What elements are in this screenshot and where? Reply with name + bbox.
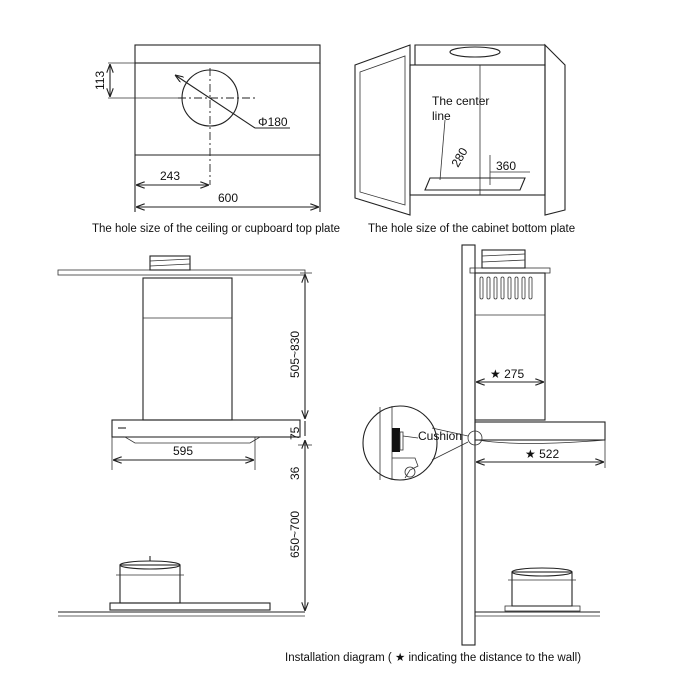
ceiling-hole-panel: Φ180 113 243 600 The hole size of the ce… (92, 44, 340, 235)
cabinet-left-door (354, 44, 411, 216)
cabinet-body (409, 64, 546, 196)
cooking-pot (116, 556, 184, 604)
dim-650-700: 650~700 (288, 511, 302, 558)
dim-243: 243 (160, 169, 180, 183)
cabinet-right-door (544, 43, 566, 216)
center-line-label-1: The center (432, 94, 489, 108)
brick-ceiling (134, 44, 321, 64)
cushion-label: Cushion (418, 429, 462, 443)
front-view-panel: 505~830 75 595 36 650~700 (57, 255, 312, 617)
dim-275: ★ 275 (490, 367, 524, 381)
dim-36: 36 (288, 466, 302, 480)
installation-caption: Installation diagram ( ★ indicating the … (285, 652, 581, 664)
dim-75: 75 (288, 426, 302, 440)
side-canopy (474, 421, 606, 441)
dim-595: 595 (173, 444, 193, 458)
ceiling-line (57, 269, 306, 276)
dim-113: 113 (93, 71, 107, 90)
dim-505-830: 505~830 (288, 331, 302, 378)
side-cooking-pot (508, 567, 576, 607)
chimney (142, 277, 233, 421)
vent-slots (479, 276, 533, 300)
cabinet-hole-caption: The hole size of the cabinet bottom plat… (368, 223, 575, 235)
cabinet-hole-panel: The center line 280 360 The hole size of… (354, 43, 575, 235)
dim-280: 280 (448, 145, 470, 170)
hob (109, 602, 271, 611)
center-line-label-2: line (432, 109, 451, 123)
canopy (111, 419, 301, 438)
dim-522: ★ 522 (525, 447, 559, 461)
side-chimney (474, 272, 546, 421)
side-view-panel: ★ 275 ★ 522 Cushion Installation diagram… (285, 244, 606, 664)
dim-600: 600 (218, 191, 238, 205)
cushion-detail-magnifier (362, 405, 469, 481)
dim-360: 360 (496, 159, 516, 173)
dim-diameter: Φ180 (258, 115, 288, 129)
ceiling-hole-caption: The hole size of the ceiling or cupboard… (92, 223, 340, 235)
